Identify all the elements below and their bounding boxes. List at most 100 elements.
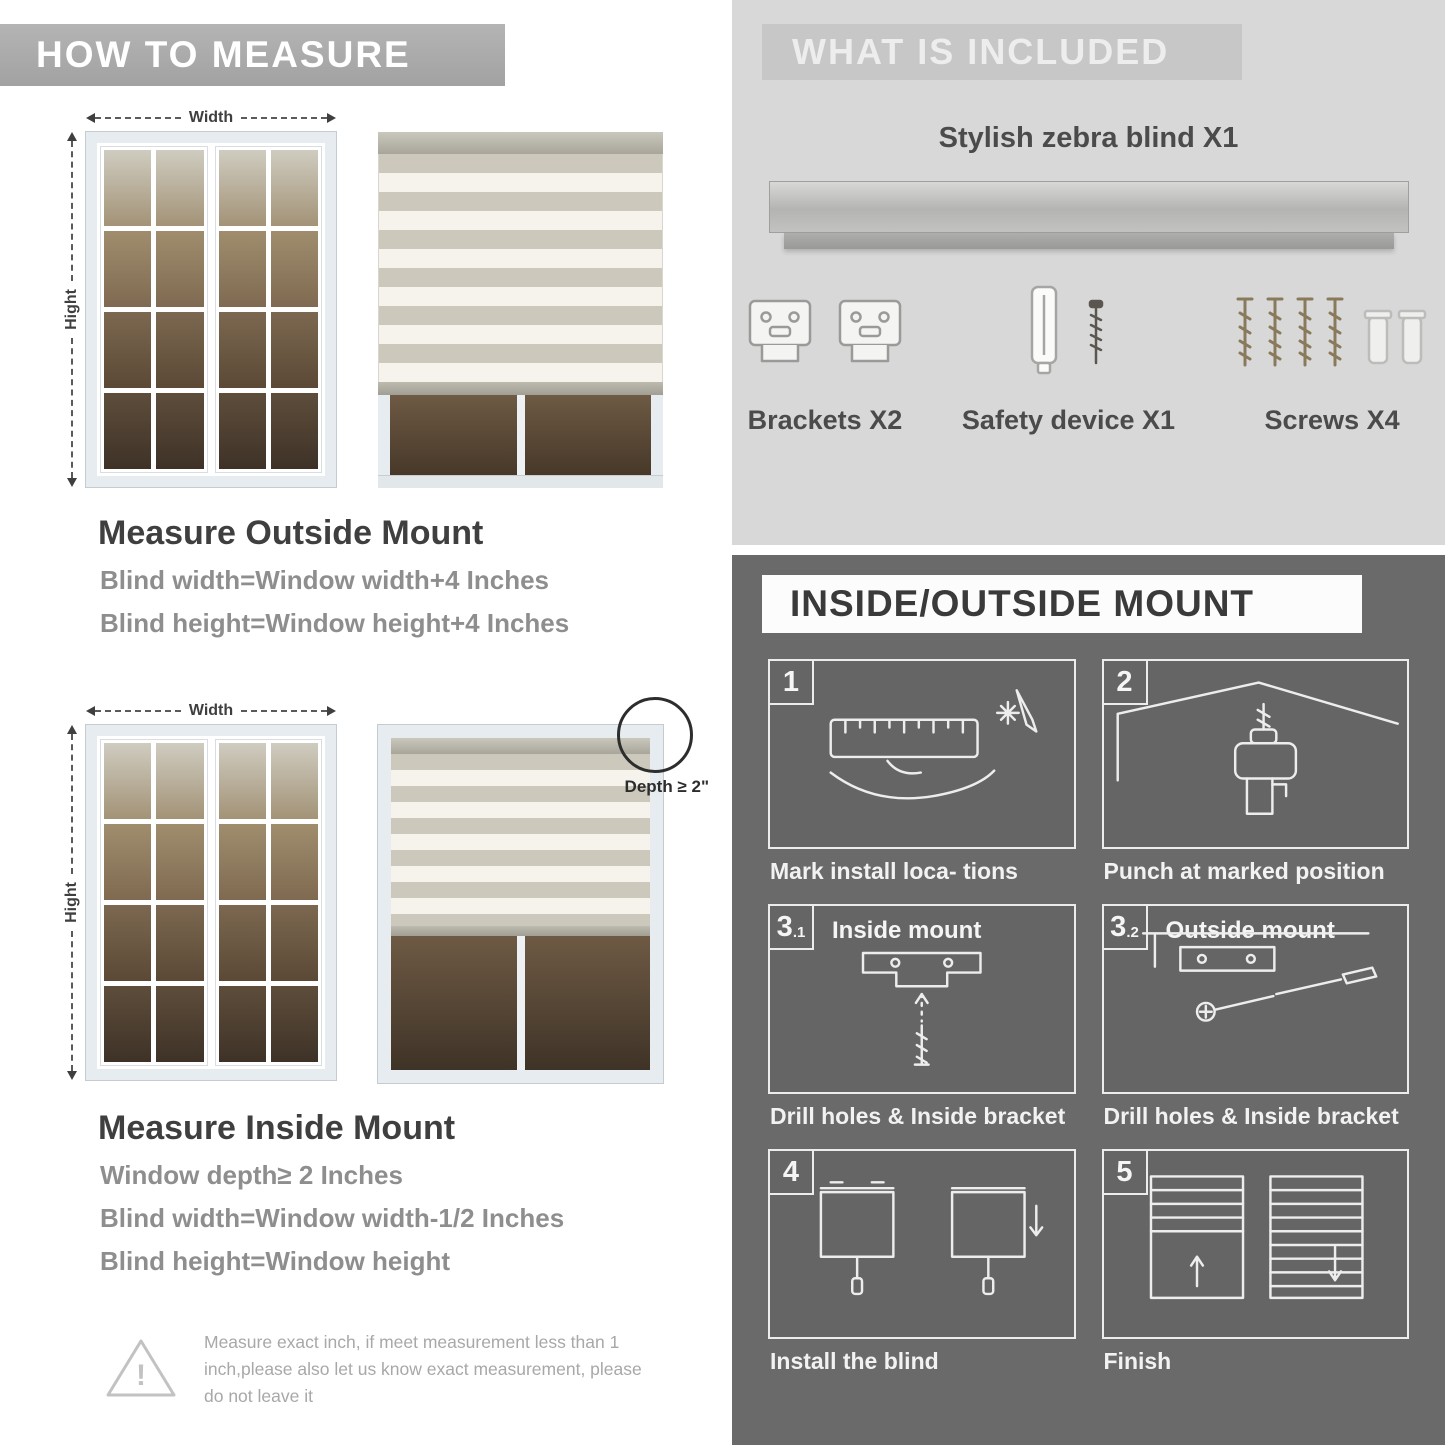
arrow-up-icon <box>67 725 77 734</box>
window-pane <box>104 986 152 1062</box>
height-arrow: Hight <box>58 132 86 487</box>
dashed-line <box>71 141 73 282</box>
window-below-blind <box>378 395 663 475</box>
how-to-measure-section: HOW TO MEASURE Width Hight <box>0 0 722 1445</box>
how-to-measure-header: HOW TO MEASURE <box>0 24 505 86</box>
window-pane <box>270 743 318 819</box>
step-1: 1 Mark install loca- <box>768 659 1076 904</box>
window-pane <box>218 743 266 819</box>
step-caption: Drill holes & Inside bracket <box>1103 1103 1399 1129</box>
window-pane <box>104 743 152 819</box>
window-pane <box>218 905 266 981</box>
window-pane <box>218 824 266 900</box>
step-title: Outside mount <box>1165 917 1335 944</box>
dashed-line <box>241 710 327 712</box>
window-pane <box>104 824 152 900</box>
warning-triangle-icon: ! <box>104 1335 178 1401</box>
blind-headrail-illustration <box>768 181 1409 249</box>
headrail-valance <box>783 233 1394 249</box>
right-column: WHAT IS INCLUDED Stylish zebra blind X1 <box>732 0 1445 1445</box>
step-number: 4 <box>770 1151 814 1195</box>
step-caption: Drill holes & Inside bracket <box>770 1103 1066 1129</box>
measurement-note-row: ! Measure exact inch, if meet measuremen… <box>104 1329 722 1410</box>
arrow-down-icon <box>67 1071 77 1080</box>
window-pane <box>156 312 204 388</box>
window-pane <box>156 824 204 900</box>
height-label: Hight <box>63 882 80 923</box>
window-pane <box>270 393 318 469</box>
inside-mount-figures: Width Hight <box>58 697 722 1084</box>
dashed-line <box>71 930 73 1071</box>
step-caption: Finish <box>1103 1348 1172 1374</box>
what-is-included-panel: WHAT IS INCLUDED Stylish zebra blind X1 <box>732 0 1445 545</box>
included-item-safety-device: Safety device X1 <box>962 283 1175 436</box>
dashed-line <box>71 337 73 478</box>
steps-grid: 1 Mark install loca- <box>768 659 1409 1394</box>
window-pane <box>156 150 204 226</box>
inside-mount-rule-2: Blind width=Window width-1/2 Inches <box>100 1203 565 1233</box>
blind-headrail <box>378 132 663 154</box>
window-sill <box>378 475 663 488</box>
what-is-included-header: WHAT IS INCLUDED <box>762 24 1242 80</box>
window-pane <box>270 824 318 900</box>
window-sash <box>100 146 208 473</box>
step-number: 5 <box>1103 1151 1148 1195</box>
product-name: Stylish zebra blind X1 <box>938 122 1239 154</box>
window-pane <box>104 150 152 226</box>
window-illustration <box>85 131 337 488</box>
window-pane <box>104 231 152 307</box>
blind-stripes <box>378 154 663 382</box>
blind-headrail <box>391 738 650 754</box>
window-with-height-arrow: Hight <box>58 724 340 1081</box>
step-tile: 1 <box>768 659 1076 849</box>
step-number: 3.1 <box>770 906 814 950</box>
step-caption: Mark install loca- tions <box>770 858 1018 884</box>
dashed-line <box>241 117 327 119</box>
depth-label: Depth ≥ 2" <box>624 777 709 796</box>
included-item-label: Brackets X2 <box>747 405 903 435</box>
measurement-note: Measure exact inch, if meet measurement … <box>204 1332 642 1407</box>
outside-mount-title: Measure Outside Mount <box>98 514 484 552</box>
outside-mount-rule-2: Blind height=Window height+4 Inches <box>100 608 570 638</box>
window-measure-figure-inside: Width Hight <box>58 701 340 1083</box>
arrow-right-icon <box>327 113 336 123</box>
inside-mount-rule-3: Blind height=Window height <box>100 1246 450 1276</box>
window-pane <box>218 231 266 307</box>
included-item-label: Safety device X1 <box>961 405 1176 435</box>
window-measure-figure-outside: Width Hight <box>58 108 340 488</box>
blind-stripes <box>391 754 650 926</box>
included-item-brackets: Brackets X2 <box>740 283 910 436</box>
finish-illustration <box>1149 1175 1364 1300</box>
step-tile: 4 <box>768 1149 1076 1339</box>
mount-guide-header: INSIDE/OUTSIDE MOUNT <box>762 575 1362 633</box>
drill-illustration <box>1115 681 1399 815</box>
inside-bracket-illustration <box>861 951 982 1066</box>
window-pane <box>218 393 266 469</box>
width-arrow: Width <box>86 701 336 721</box>
zebra-blind-outside-illustration <box>378 132 663 488</box>
window-pane <box>270 150 318 226</box>
arrow-down-icon <box>67 478 77 487</box>
included-items: Brackets X2 <box>732 283 1445 436</box>
step-caption: Install the blind <box>770 1348 939 1374</box>
step-number: 2 <box>1103 661 1148 705</box>
blind-bottomrail <box>378 382 663 395</box>
outside-bracket-illustration <box>1141 932 1377 1022</box>
height-arrow: Hight <box>58 725 86 1080</box>
width-arrow: Width <box>86 108 336 128</box>
window-illustration <box>85 724 337 1081</box>
included-item-screws: Screws X4 <box>1227 283 1437 436</box>
step-2: 2 Punch at marked po <box>1101 659 1409 904</box>
step-4: 4 In <box>768 1149 1076 1394</box>
inside-mount-title: Measure Inside Mount <box>98 1109 456 1147</box>
zebra-blind-inside-illustration: Depth ≥ 2" <box>377 697 709 1084</box>
brackets-icon <box>740 283 910 391</box>
blind-bottomrail <box>391 926 650 936</box>
depth-callout-circle <box>617 697 693 773</box>
mount-guide-panel: INSIDE/OUTSIDE MOUNT 1 <box>732 555 1445 1445</box>
included-item-label: Screws X4 <box>1264 405 1400 435</box>
window-pane <box>156 393 204 469</box>
step-tile: 3.2 Outside mount <box>1101 904 1409 1094</box>
screws-icon <box>1227 283 1437 391</box>
